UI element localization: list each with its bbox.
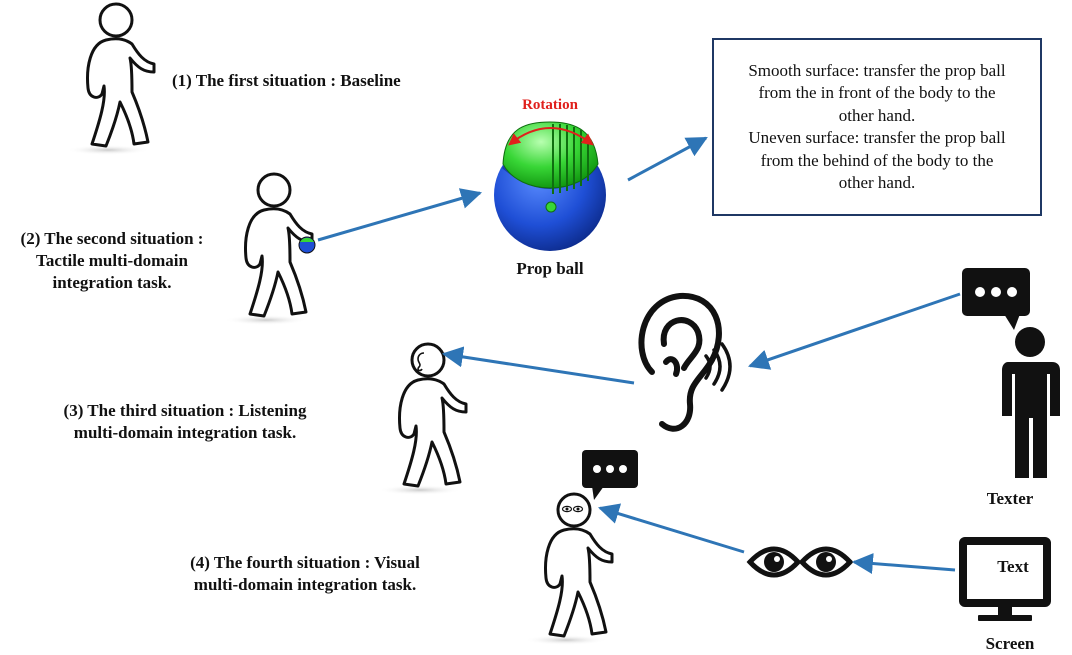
second-situation-label: (2) The second situation : Tactile multi… xyxy=(0,228,224,294)
prop-ball-label: Prop ball xyxy=(516,259,584,278)
arrow-to-note xyxy=(627,136,708,182)
walking-person-icon xyxy=(376,342,468,497)
walking-person-icon xyxy=(222,172,314,327)
third-situation-line2: multi-domain integration task. xyxy=(73,423,297,442)
rotation-arrow xyxy=(508,127,594,146)
second-situation-line1: (2) The second situation : xyxy=(20,229,204,248)
screen-label: Screen xyxy=(985,634,1035,653)
note-uneven-line2: from the behind of the body to the xyxy=(760,150,994,170)
first-situation-label: (1) The first situation : Baseline xyxy=(172,71,401,90)
walking-person-icon xyxy=(522,492,614,647)
sound-waves xyxy=(704,342,732,392)
small-ear-icon xyxy=(417,352,425,372)
eyes-icon xyxy=(746,546,854,578)
monitor-icon xyxy=(959,537,1051,621)
walking-person-icon xyxy=(64,2,156,157)
note-uneven-line1: Uneven surface: transfer the prop ball xyxy=(748,128,1006,147)
arrow-screen-to-eyes xyxy=(851,553,956,574)
person-silhouette-icon xyxy=(1002,327,1060,478)
arrow-ear-to-walker xyxy=(441,346,635,385)
texter-label: Texter xyxy=(986,489,1034,508)
screen-text: Text xyxy=(997,557,1029,576)
small-eyes-icon xyxy=(561,505,584,513)
note-smooth-line3: other hand. xyxy=(838,105,916,125)
third-situation-label: (3) The third situation : Listening mult… xyxy=(30,400,340,444)
fourth-situation-line1: (4) The fourth situation : Visual xyxy=(190,553,420,572)
speech-bubble-icon xyxy=(962,268,1030,330)
transfer-instructions-box: Smooth surface: transfer the prop ball f… xyxy=(712,38,1042,216)
rotation-label: Rotation xyxy=(522,97,578,113)
third-situation-line1: (3) The third situation : Listening xyxy=(63,401,307,420)
ear-icon xyxy=(638,292,722,432)
note-smooth-line1: Smooth surface: transfer the prop ball xyxy=(748,60,1006,80)
arrow-texter-to-ear xyxy=(748,292,961,370)
arrow-eyes-to-walker xyxy=(597,503,745,554)
arrow-to-prop-ball xyxy=(317,188,483,242)
second-situation-line2: Tactile multi-domain xyxy=(36,251,188,270)
fourth-situation-label: (4) The fourth situation : Visual multi-… xyxy=(160,552,450,596)
speech-bubble-icon xyxy=(582,450,638,500)
note-uneven-line3: other hand. xyxy=(838,173,916,192)
second-situation-line3: integration task. xyxy=(52,273,172,292)
small-prop-ball-icon xyxy=(298,236,316,254)
fourth-situation-line2: multi-domain integration task. xyxy=(193,575,417,594)
note-smooth-line2: from the in front of the body to the xyxy=(758,83,996,102)
